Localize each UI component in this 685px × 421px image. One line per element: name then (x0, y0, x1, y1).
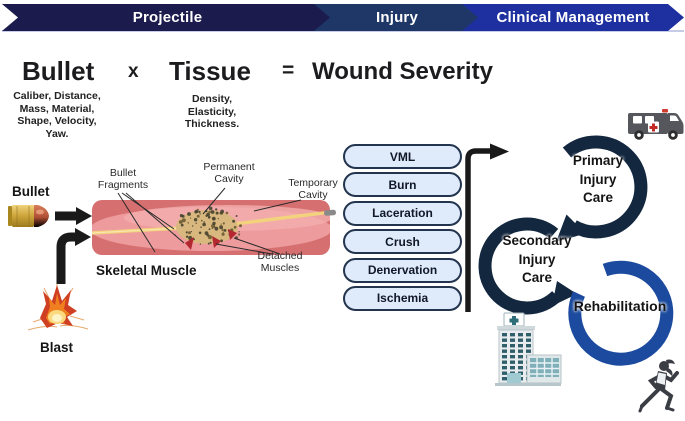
banner-segment-label: Injury (375, 9, 419, 26)
bullet-factor-line: Yaw. (45, 127, 69, 140)
care-label-line: Injury (579, 171, 617, 187)
detached-muscle-shard (228, 229, 237, 240)
annotation-line: Bullet (109, 167, 137, 179)
injury-type-burn: Burn (343, 172, 462, 198)
bullet-cartridge-icon (8, 205, 49, 227)
ambulance-icon (628, 109, 684, 140)
rehabilitation-ring (568, 260, 674, 366)
tissue-factor-line: Elasticity, (187, 105, 237, 118)
tissue-factor-line: Thickness. (184, 118, 240, 130)
equation-term-tissue: Tissue (169, 56, 251, 86)
running-person-icon (638, 359, 679, 413)
injury-type-crush: Crush (343, 229, 462, 255)
annotation-line: Muscles (260, 261, 300, 274)
bullet-factor-line: Mass, Material, (19, 102, 95, 115)
banner-segment-label: Projectile (132, 9, 203, 26)
care-label-line: Primary (572, 153, 624, 168)
annotation-lines (117, 187, 302, 255)
blast-arrow (56, 228, 91, 284)
hospital-icon (495, 312, 562, 386)
equation-operator: x (128, 61, 139, 82)
care-label-line: Care (582, 190, 614, 205)
banner-segment-projectile: Projectile (2, 4, 333, 31)
injury-type-ischemia: Ischemia (343, 285, 462, 311)
banner-segment-clinical-management: Clinical Management (462, 4, 684, 31)
detached-muscle-shard (212, 236, 221, 248)
annotation-detached-muscles: Detached Muscles (248, 250, 312, 274)
annotation-line: Cavity (298, 188, 328, 201)
annotation-line: Temporary (288, 177, 338, 189)
annotation-permanent-cavity: Permanent Cavity (196, 161, 262, 185)
injury-type-denervation: Denervation (343, 257, 462, 283)
banner-segment-injury: Injury (314, 4, 480, 31)
annotation-temporary-cavity: Temporary Cavity (282, 177, 344, 201)
primary-care-ring (556, 135, 648, 242)
tissue-factor-line: Density, (191, 93, 233, 105)
skeletal-muscle-label: Skeletal Muscle (96, 263, 197, 278)
equation-term-bullet: Bullet (22, 56, 95, 86)
care-label-line: Secondary (502, 233, 572, 248)
bullet-arrow (55, 207, 92, 225)
blast-source-label: Blast (40, 340, 74, 355)
explosion-icon (27, 284, 89, 331)
bullet-source-label: Bullet (12, 184, 50, 199)
equation-result: Wound Severity (312, 58, 493, 85)
annotation-bullet-fragments: Bullet Fragments (88, 167, 158, 191)
skeletal-muscle-graphic (92, 200, 336, 255)
primary-care-label: Primary Injury Care (556, 152, 640, 208)
bullet-factors: Caliber, Distance, Mass, Material, Shape… (6, 90, 108, 140)
rehabilitation-label: Rehabilitation (573, 298, 667, 314)
tissue-factors: Density, Elasticity, Thickness. (164, 93, 260, 131)
banner-underline (2, 30, 684, 32)
annotation-line: Detached (257, 250, 303, 262)
secondary-care-ring (478, 217, 577, 315)
annotation-line: Cavity (214, 172, 244, 185)
injury-type-laceration: Laceration (343, 200, 462, 226)
detached-muscle-shard (185, 237, 194, 250)
bullet-factor-line: Shape, Velocity, (17, 115, 97, 127)
annotation-line: Permanent (203, 161, 255, 173)
exiting-bullet-icon (323, 209, 336, 216)
injury-type-list: VML Burn Laceration Crush Denervation Is… (343, 144, 462, 314)
banner-segment-label: Clinical Management (496, 9, 650, 26)
bullet-factor-line: Caliber, Distance, (13, 90, 101, 102)
equation-equals: = (282, 59, 295, 82)
care-label-line: Injury (518, 251, 556, 267)
secondary-care-label: Secondary Injury Care (494, 232, 580, 288)
annotation-line: Fragments (97, 178, 149, 191)
care-label-line: Care (521, 270, 553, 285)
injury-type-vml: VML (343, 144, 462, 169)
